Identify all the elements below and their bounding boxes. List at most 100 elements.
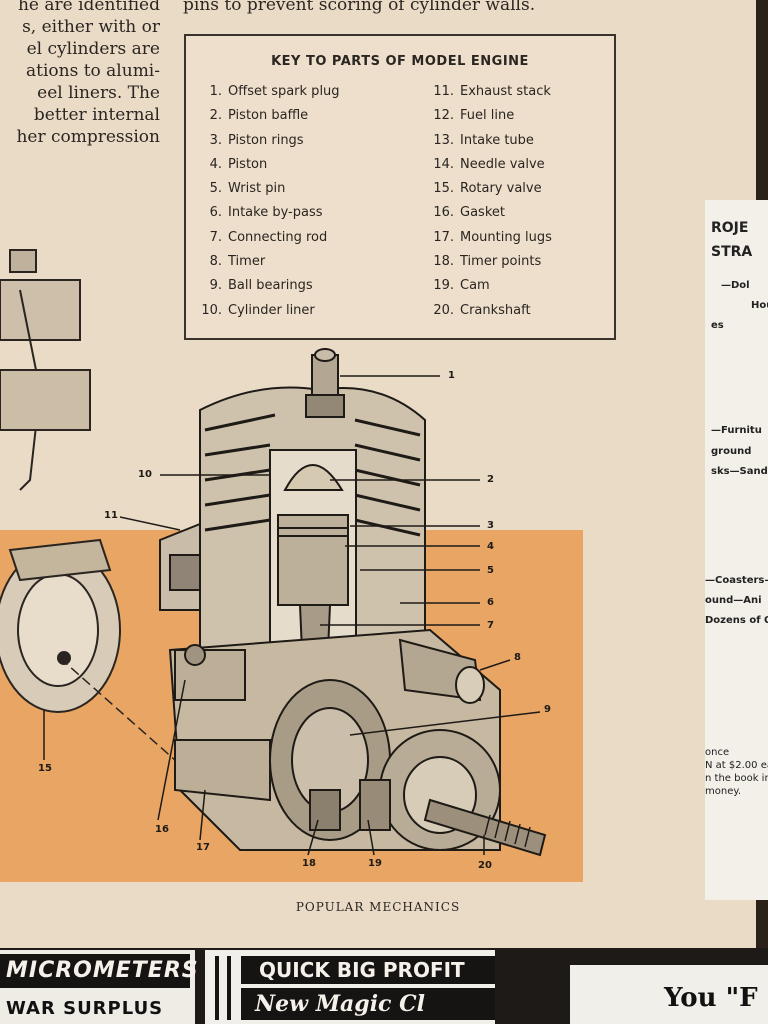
key-item: 10.Cylinder liner — [200, 299, 340, 323]
key-label: Mounting lugs — [460, 229, 552, 245]
key-label: Timer — [228, 254, 266, 270]
key-num: 13. — [433, 132, 454, 148]
key-label: Crankshaft — [460, 302, 531, 318]
key-item: 7.Connecting rod — [200, 226, 340, 250]
clip-text: n the book in — [705, 773, 768, 784]
key-num: 19. — [433, 278, 454, 294]
body-line: s, either with or — [22, 17, 160, 37]
callout-6: 6 — [487, 597, 494, 608]
ad-bars-decoration — [215, 956, 231, 1020]
callout-5: 5 — [487, 565, 494, 576]
key-item: 14. Needle valve — [432, 153, 552, 177]
body-text-top: pins to prevent scoring of cylinder wall… — [183, 0, 536, 15]
rotary-valve-part — [0, 538, 121, 713]
key-item: 6.Intake by-pass — [200, 201, 340, 225]
key-num: 14. — [433, 156, 454, 172]
partial-engine-left — [0, 249, 91, 491]
clip-text: once — [705, 747, 730, 758]
alignment-line — [59, 657, 221, 801]
clip-text: —Dol — [721, 280, 750, 291]
callout-11: 11 — [104, 510, 118, 521]
key-item: 12. Fuel line — [432, 104, 552, 128]
key-label: Cylinder liner — [228, 302, 315, 318]
torn-clipping-right: ROJE STRA —Dol Hou es —Furnitu ground sk… — [705, 200, 768, 900]
clip-text: Dozens of Ot — [705, 615, 768, 626]
magazine-footer: POPULAR MECHANICS — [295, 900, 461, 914]
key-num: 2. — [209, 108, 222, 124]
key-label: Gasket — [460, 205, 505, 221]
callout-7: 7 — [487, 620, 494, 631]
ad-micrometers: MICROMETERS WAR SURPLUS — [0, 950, 198, 1024]
clip-text: ound—Ani — [705, 595, 762, 606]
key-label: Piston baffle — [228, 108, 309, 124]
ad-headline: You "F — [664, 983, 758, 1013]
key-label: Wrist pin — [228, 181, 286, 197]
key-item: 11.Exhaust stack — [432, 80, 552, 104]
key-label: Cam — [460, 278, 490, 294]
body-line: he are identified — [17, 0, 160, 15]
key-num: 16. — [433, 205, 454, 221]
key-item: 16. Gasket — [432, 201, 552, 225]
key-label: Piston — [228, 156, 268, 172]
key-item: 2. Piston baffle — [200, 104, 340, 128]
callout-1: 1 — [448, 370, 455, 381]
callout-2: 2 — [487, 474, 494, 485]
key-item: 9.Ball bearings — [200, 274, 340, 298]
key-item: 17. Mounting lugs — [432, 226, 552, 250]
key-item: 18.Timer points — [432, 250, 552, 274]
key-num: 3. — [209, 132, 222, 148]
body-text-left: he are identified s, either with or el c… — [0, 0, 160, 148]
key-column-left: 1.Offset spark plug 2. Piston baffle 3. Pi… — [200, 80, 340, 323]
callout-16: 16 — [155, 824, 169, 835]
key-num: 12. — [433, 108, 454, 124]
key-label: Intake by-pass — [228, 205, 323, 221]
clip-text: ground — [711, 446, 752, 457]
key-label: Rotary valve — [460, 181, 542, 197]
key-item: 8. Timer — [200, 250, 340, 274]
callout-leader-lines — [43, 375, 541, 856]
body-line: el cylinders are — [26, 39, 160, 59]
key-item: 13. Intake tube — [432, 129, 552, 153]
parts-key-box: KEY TO PARTS OF MODEL ENGINE 1.Offset sp… — [184, 34, 616, 340]
callout-20: 20 — [478, 860, 492, 871]
callout-18: 18 — [302, 858, 316, 869]
key-num: 9. — [209, 278, 222, 294]
key-num: 17. — [433, 229, 454, 245]
key-label: Piston rings — [228, 132, 304, 148]
clip-text: ROJE — [711, 220, 749, 236]
clip-text: —Coasters— — [705, 575, 768, 586]
body-line: her compression — [16, 127, 160, 147]
clip-text: N at $2.00 eac — [705, 760, 768, 771]
body-line: eel liners. The — [37, 83, 160, 103]
engine-cutaway-illustration — [0, 249, 547, 857]
callout-19: 19 — [368, 858, 382, 869]
key-label: Fuel line — [460, 108, 515, 124]
key-title: KEY TO PARTS OF MODEL ENGINE — [271, 54, 529, 69]
ad-you: You "F — [570, 965, 768, 1024]
key-item: 15.Rotary valve — [432, 177, 552, 201]
callout-15: 15 — [38, 763, 52, 774]
key-num: 4. — [209, 156, 222, 172]
body-line: ations to alumi- — [25, 61, 160, 81]
clip-text: money. — [705, 786, 742, 797]
ad-banner-text: MICROMETERS — [0, 954, 198, 988]
key-label: Needle valve — [460, 156, 545, 172]
body-line: better internal — [33, 105, 160, 125]
clip-text: sks—Sand — [711, 466, 768, 477]
key-label: Offset spark plug — [228, 84, 340, 99]
callout-3: 3 — [487, 520, 494, 531]
key-item: 3. Piston rings — [200, 129, 340, 153]
callout-17: 17 — [196, 842, 210, 853]
key-column-right: 11.Exhaust stack 12. Fuel line 13. Intake … — [432, 80, 552, 323]
key-num: 8. — [209, 254, 222, 270]
key-item: 1.Offset spark plug — [200, 80, 340, 104]
key-num: 7. — [209, 229, 222, 245]
key-label: Intake tube — [460, 132, 534, 148]
key-num: 20. — [433, 302, 454, 318]
ad-quick-profit: QUICK BIG PROFIT New Magic Cl — [205, 950, 495, 1024]
magazine-page: he are identified s, either with or el c… — [0, 0, 756, 960]
clip-text: —Furnitu — [711, 425, 762, 436]
key-item: 5.Wrist pin — [200, 177, 340, 201]
clip-text: STRA — [711, 244, 753, 260]
clip-text: es — [711, 320, 724, 331]
